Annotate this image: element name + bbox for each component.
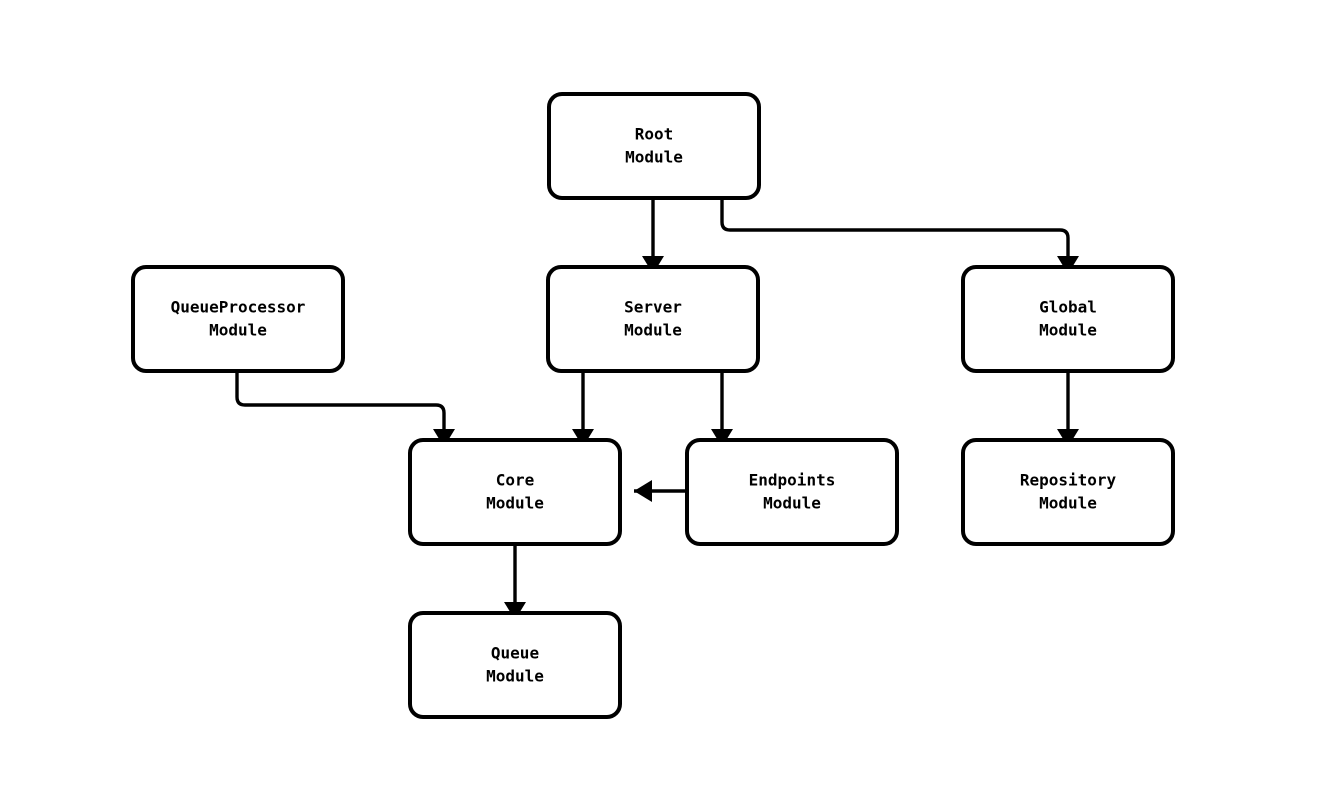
node-box-endpoints[interactable] [685,438,899,546]
node-label-endpoints-line1: Endpoints [749,471,836,490]
edge-line [235,371,446,429]
node-label-core-line2: Module [486,494,544,513]
node-label-queue-line2: Module [486,667,544,686]
node-label-endpoints-line2: Module [763,494,821,513]
node-label-root-line1: Root [635,125,674,144]
edge-layer [235,198,1079,620]
node-label-queueprocessor-line1: QueueProcessor [171,298,306,317]
edge-server-to-endpoints [711,371,733,447]
node-box-server[interactable] [546,265,760,373]
node-label-global-line1: Global [1039,298,1097,317]
edge-queueprocessor-to-core [235,371,455,447]
node-box-core[interactable] [408,438,622,546]
edge-server-to-core [572,371,594,447]
edge-arrowhead [634,480,652,502]
node-label-queueprocessor-line2: Module [209,321,267,340]
node-box-root[interactable] [547,92,761,200]
edge-root-to-global [720,198,1079,274]
node-label-core-line1: Core [496,471,535,490]
node-label-root-line2: Module [625,148,683,167]
node-box-repository[interactable] [961,438,1175,546]
node-label-server-line1: Server [624,298,682,317]
edge-core-to-queue [504,544,526,620]
node-box-queueprocessor[interactable] [131,265,345,373]
node-label-repository-line1: Repository [1020,471,1117,490]
node-box-queue[interactable] [408,611,622,719]
node-layer: RootModuleQueueProcessorModuleServerModu… [131,92,1175,719]
edge-root-to-server [642,198,664,274]
edge-endpoints-to-core [634,480,687,502]
node-label-global-line2: Module [1039,321,1097,340]
edge-line [720,198,1070,256]
node-label-repository-line2: Module [1039,494,1097,513]
edge-global-to-repository [1057,371,1079,447]
node-label-server-line2: Module [624,321,682,340]
node-box-global[interactable] [961,265,1175,373]
node-label-queue-line1: Queue [491,644,539,663]
